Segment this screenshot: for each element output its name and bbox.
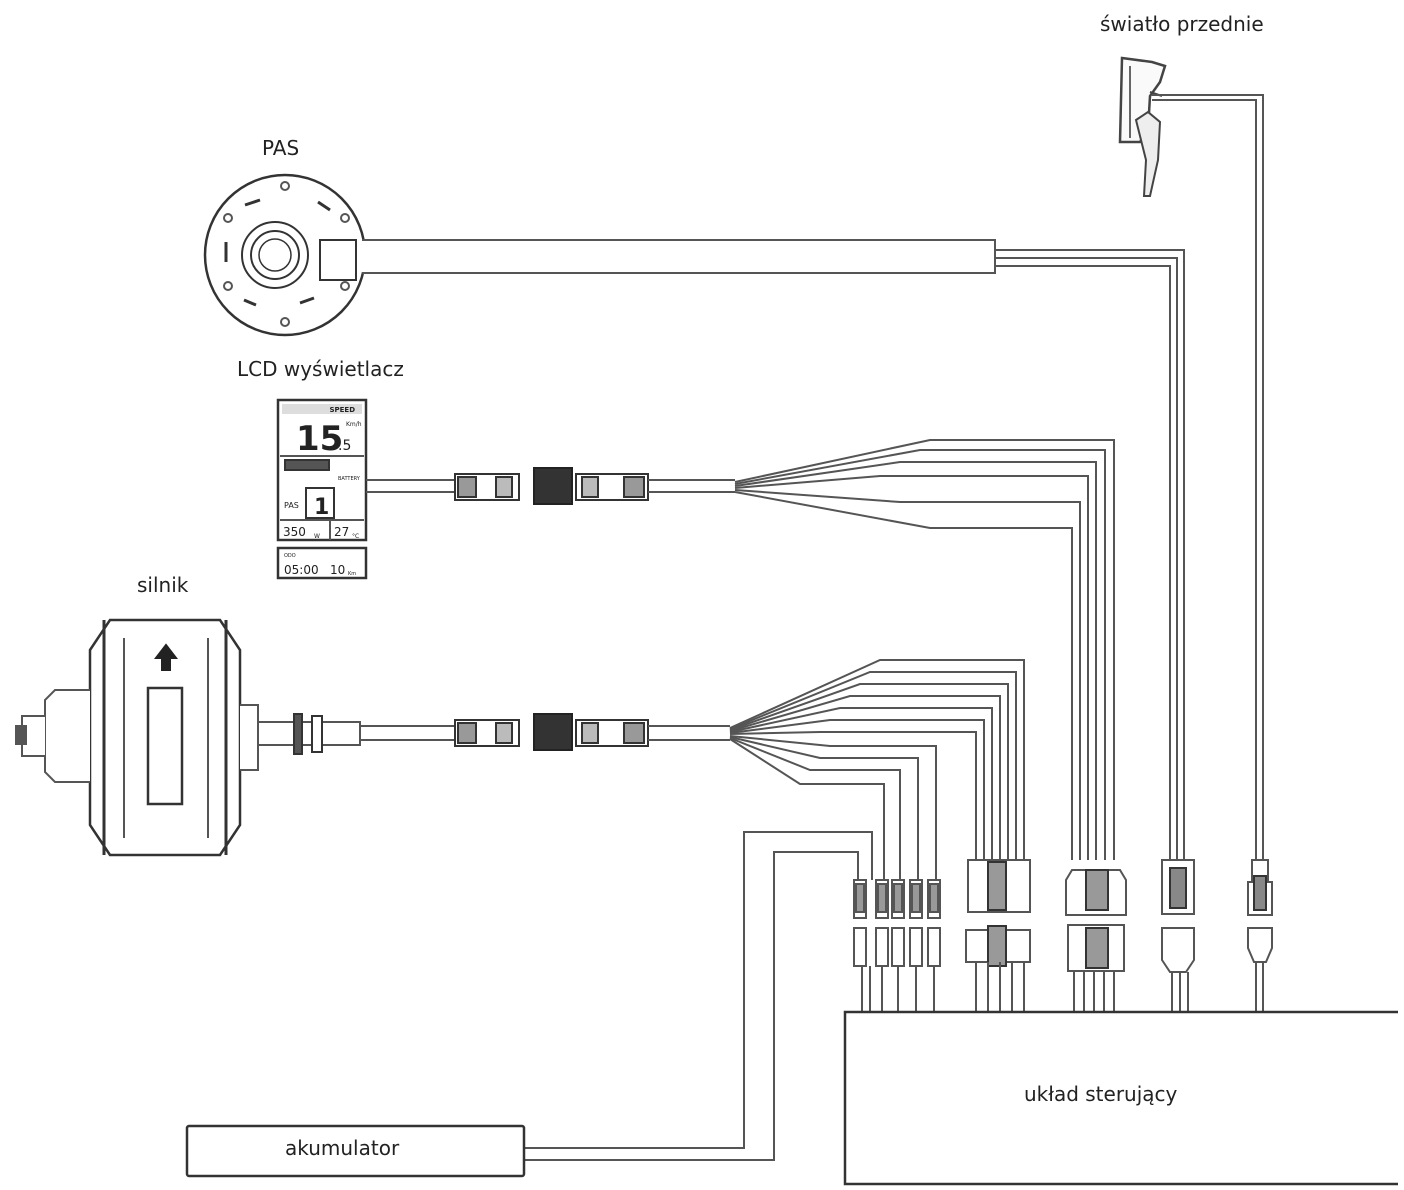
lcd-battery-caption: BATTERY — [338, 476, 361, 482]
controller-box — [843, 1010, 1398, 1186]
lcd-power-value: 350 — [283, 525, 306, 539]
battery-cable — [524, 831, 873, 1161]
lcd-power-unit: W — [314, 533, 320, 540]
lcd-pas-label: PAS — [284, 501, 299, 510]
pas-label: PAS — [262, 136, 300, 160]
battery-box — [185, 1124, 526, 1178]
lcd-distance-value: 10 — [330, 563, 345, 577]
lcd-label: LCD wyświetlacz — [237, 357, 404, 381]
battery-label: akumulator — [285, 1136, 400, 1160]
motor-cable — [360, 659, 1031, 1012]
lcd-bottom-caption: ODO — [284, 553, 296, 559]
lcd-screen-text: SPEED 15 .5 Km/h BATTERY PAS 1 350 W 27 … — [283, 406, 362, 577]
motor-icon — [15, 618, 361, 857]
front-light-icon — [1118, 56, 1167, 197]
lcd-cable — [366, 439, 1127, 1012]
pas-cable — [362, 239, 1195, 1012]
lcd-temp-unit: °C — [352, 533, 359, 540]
pas-sensor-icon — [203, 173, 367, 337]
lcd-pas-level: 1 — [314, 495, 329, 520]
lcd-speed-main: 15 — [296, 419, 343, 459]
lcd-time-value: 05:00 — [284, 563, 319, 577]
motor-label: silnik — [137, 573, 189, 597]
lcd-speed-decimal: .5 — [338, 438, 351, 454]
lcd-header: SPEED — [329, 406, 355, 414]
lcd-distance-unit: Km — [348, 571, 356, 577]
lcd-temp-value: 27 — [334, 525, 349, 539]
front-light-label: światło przednie — [1100, 12, 1264, 36]
lcd-display-icon — [276, 398, 368, 580]
lcd-speed-unit: Km/h — [346, 421, 362, 428]
controller-label: układ sterujący — [1024, 1082, 1178, 1106]
front-light-cable — [1152, 94, 1273, 1012]
